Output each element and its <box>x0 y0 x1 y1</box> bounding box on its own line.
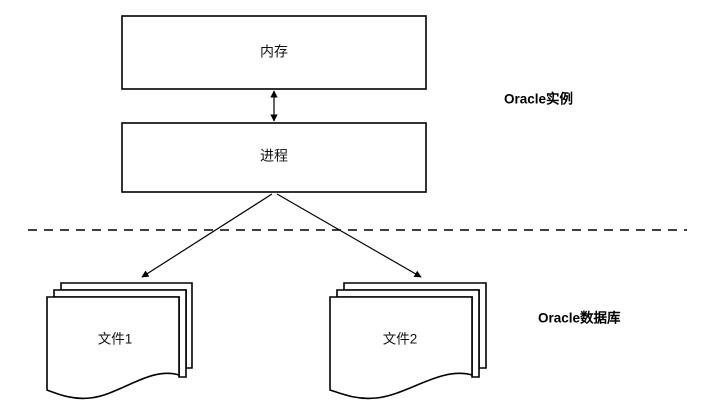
oracle-database-label: Oracle数据库 <box>538 310 621 326</box>
memory-box[interactable]: 内存 <box>121 15 427 90</box>
process-to-file1-arrow <box>141 193 273 278</box>
file1-sheet-front <box>46 296 180 400</box>
process-to-file2-arrow <box>276 193 422 278</box>
process-box[interactable]: 进程 <box>121 122 427 193</box>
process-box-rect <box>121 122 427 193</box>
file1-label: 文件1 <box>98 332 133 347</box>
file1-stack[interactable]: 文件1 <box>46 282 193 400</box>
file2-sheet-front <box>329 296 473 400</box>
oracle-instance-label: Oracle实例 <box>504 91 573 107</box>
file2-stack[interactable]: 文件2 <box>329 282 487 400</box>
memory-box-rect <box>121 15 427 90</box>
arrow-right-icon <box>276 193 422 278</box>
memory-box-label: 内存 <box>260 44 288 60</box>
process-box-label: 进程 <box>260 148 288 164</box>
file2-label: 文件2 <box>383 332 418 347</box>
arrow-left-icon <box>141 193 273 278</box>
